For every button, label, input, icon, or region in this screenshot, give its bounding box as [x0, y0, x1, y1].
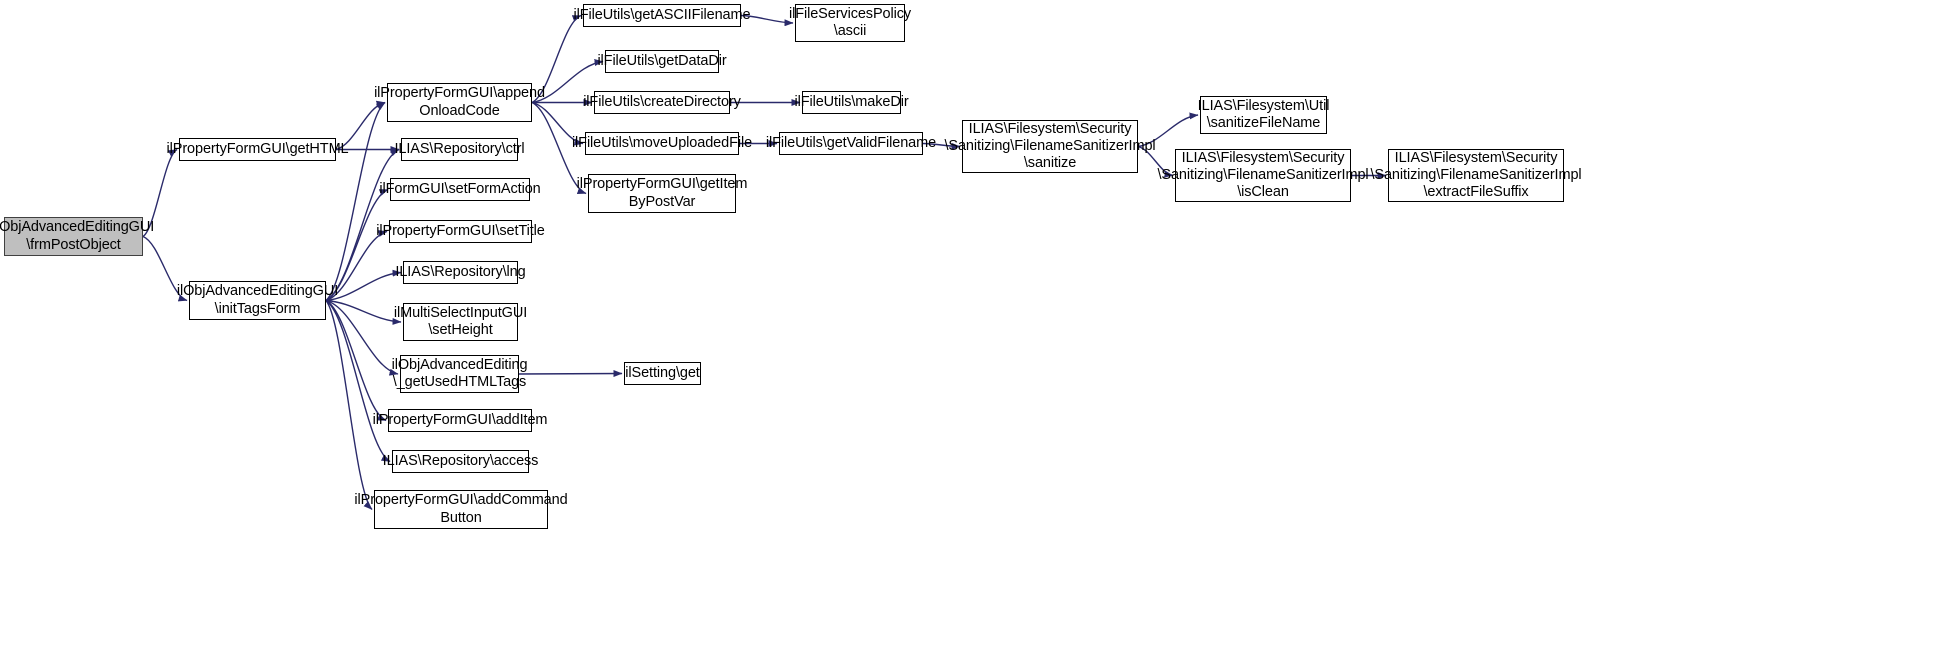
graph-node[interactable]: ilFileUtils\getASCIIFilename — [574, 4, 751, 27]
graph-node[interactable]: ilPropertyFormGUI\append OnloadCode — [374, 83, 545, 122]
graph-node-label: ilPropertyFormGUI\getItem ByPostVar — [576, 176, 748, 210]
graph-edge — [325, 299, 387, 422]
graph-node[interactable]: ilFileUtils\moveUploadedFile — [572, 132, 752, 155]
graph-node[interactable]: ILIAS\Filesystem\Security \Sanitizing\Fi… — [944, 120, 1156, 173]
graph-node[interactable]: ilFileUtils\getDataDir — [597, 50, 727, 73]
graph-node[interactable]: ILIAS\Filesystem\Security \Sanitizing\Fi… — [1157, 149, 1369, 202]
graph-node-label: ilFileUtils\getValidFilename — [765, 134, 937, 151]
graph-node-label: ILIAS\Filesystem\Security \Sanitizing\Fi… — [944, 120, 1156, 172]
graph-edge — [325, 101, 386, 302]
graph-node-label: ILIAS\Repository\lng — [395, 263, 526, 280]
graph-edge — [518, 370, 623, 378]
graph-node-label: ilObjAdvancedEditingGUI \frmPostObject — [0, 219, 155, 253]
graph-node[interactable]: ilMultiSelectInputGUI \setHeight — [394, 303, 527, 341]
graph-node[interactable]: ilFileUtils\createDirectory — [583, 91, 741, 114]
graph-node-label: ILIAS\Filesystem\Util \sanitizeFileName — [1197, 97, 1330, 131]
graph-node-label: ilFileUtils\createDirectory — [583, 93, 741, 110]
graph-node[interactable]: ilObjAdvancedEditing \_getUsedHTMLTags — [392, 355, 528, 393]
graph-node[interactable]: ilFileUtils\getValidFilename — [766, 132, 936, 155]
graph-node[interactable]: ilPropertyFormGUI\getHTML — [167, 138, 349, 161]
graph-node-label: ILIAS\Filesystem\Security \Sanitizing\Fi… — [1157, 149, 1369, 201]
graph-node-label: ilFileUtils\getDataDir — [597, 52, 727, 69]
graph-node[interactable]: ilPropertyFormGUI\addCommand Button — [354, 490, 568, 529]
graph-node[interactable]: ilFileServicesPolicy \ascii — [789, 4, 911, 42]
graph-node[interactable]: ilSetting\get — [624, 362, 701, 385]
graph-node[interactable]: ILIAS\Repository\ctrl — [394, 138, 525, 161]
graph-node-label: ILIAS\Repository\ctrl — [394, 140, 525, 157]
graph-node-label: ilPropertyFormGUI\setTitle — [376, 222, 545, 239]
graph-node-label: ilObjAdvancedEditingGUI \initTagsForm — [176, 283, 339, 317]
graph-node-label: ilFileUtils\getASCIIFilename — [573, 6, 751, 23]
graph-node[interactable]: ILIAS\Repository\lng — [395, 261, 526, 284]
graph-node-label: ilPropertyFormGUI\addCommand Button — [354, 492, 568, 526]
graph-node-label: ilPropertyFormGUI\addItem — [372, 411, 548, 428]
graph-node-label: ilPropertyFormGUI\append OnloadCode — [374, 85, 545, 119]
graph-node[interactable]: ilFileUtils\makeDir — [794, 91, 909, 114]
graph-node[interactable]: ilPropertyFormGUI\addItem — [373, 409, 547, 432]
graph-node-label: ilPropertyFormGUI\getHTML — [166, 140, 349, 157]
graph-node-label: ILIAS\Filesystem\Security \Sanitizing\Fi… — [1370, 149, 1582, 201]
graph-node[interactable]: ILIAS\Filesystem\Security \Sanitizing\Fi… — [1370, 149, 1582, 202]
graph-node[interactable]: ilObjAdvancedEditingGUI \frmPostObject — [0, 217, 154, 256]
graph-node-label: ilSetting\get — [625, 364, 700, 381]
graph-node[interactable]: ilFormGUI\setFormAction — [379, 178, 541, 201]
graph-node-label: ilFormGUI\setFormAction — [379, 180, 541, 197]
graph-node-label: ilFileUtils\moveUploadedFile — [571, 134, 753, 151]
graph-node[interactable]: ILIAS\Repository\access — [383, 450, 538, 473]
graph-node-label: ilObjAdvancedEditing \_getUsedHTMLTags — [391, 356, 528, 390]
graph-node-label: ilFileServicesPolicy \ascii — [788, 5, 912, 39]
graph-edge — [325, 299, 391, 463]
graph-node[interactable]: ilPropertyFormGUI\getItem ByPostVar — [577, 174, 747, 213]
graph-node[interactable]: ilPropertyFormGUI\setTitle — [376, 220, 545, 243]
graph-edge — [325, 300, 373, 511]
graph-node[interactable]: ILIAS\Filesystem\Util \sanitizeFileName — [1198, 96, 1329, 134]
graph-node[interactable]: ilObjAdvancedEditingGUI \initTagsForm — [177, 281, 338, 320]
graph-node-label: ilFileUtils\makeDir — [794, 93, 909, 110]
graph-node-label: ilMultiSelectInputGUI \setHeight — [393, 304, 528, 338]
graph-node-label: ILIAS\Repository\access — [382, 452, 539, 469]
